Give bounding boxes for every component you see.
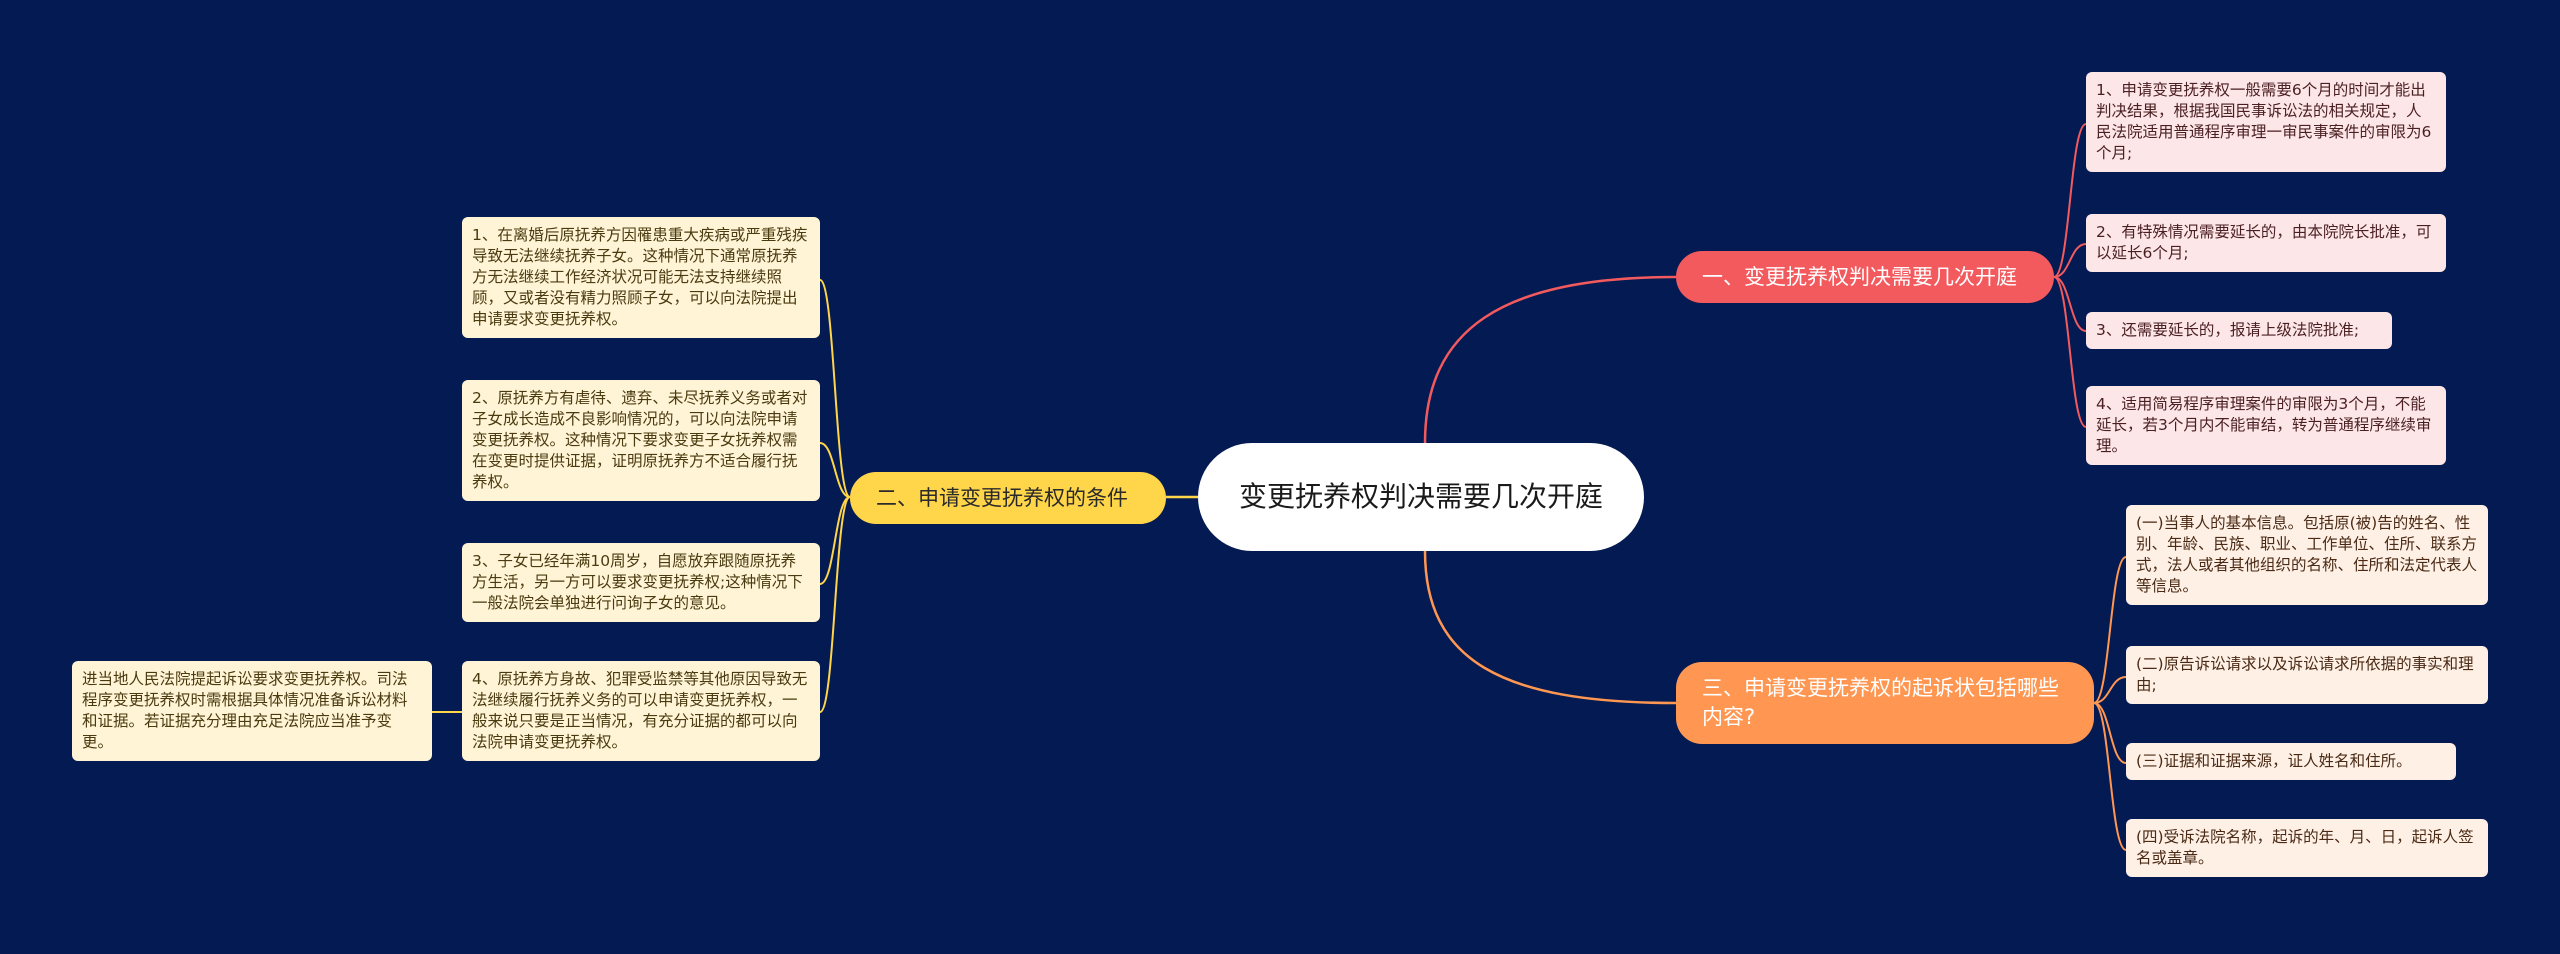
root-label: 变更抚养权判决需要几次开庭 — [1238, 480, 1603, 513]
leaf-b1-3[interactable]: 3、还需要延长的，报请上级法院批准; — [2086, 312, 2392, 349]
leaf-text: 2、有特殊情况需要延长的，由本院院长批准，可以延长6个月; — [2096, 223, 2432, 262]
connector-b1-l2 — [2053, 243, 2087, 278]
connector-b3-l2 — [2093, 676, 2127, 704]
connector-b2-l4 — [819, 496, 851, 713]
root-node[interactable]: 变更抚养权判决需要几次开庭 — [1198, 443, 1644, 551]
leaf-text: 进当地人民法院提起诉讼要求变更抚养权。司法程序变更抚养权时需根据具体情况准备诉讼… — [82, 670, 408, 751]
leaf-text: 1、申请变更抚养权一般需要6个月的时间才能出判决结果，根据我国民事诉讼法的相关规… — [2096, 81, 2432, 162]
leaf-b2-2[interactable]: 2、原抚养方有虐待、遗弃、未尽抚养义务或者对子女成长造成不良影响情况的，可以向法… — [462, 380, 820, 501]
connector-root-b3 — [1423, 550, 1677, 705]
leaf-text: 3、子女已经年满10周岁，自愿放弃跟随原抚养方生活，另一方可以要求变更抚养权;这… — [472, 552, 803, 612]
branch-label: 一、变更抚养权判决需要几次开庭 — [1702, 264, 2017, 289]
connector-b1-l1 — [2053, 123, 2087, 278]
connector-b2-l1 — [819, 279, 851, 498]
connector-b2-l2 — [819, 442, 851, 498]
connector-b1-l3 — [2053, 276, 2087, 332]
branch-label: 三、申请变更抚养权的起诉状包括哪些内容? — [1702, 676, 2059, 729]
leaf-b2-3[interactable]: 3、子女已经年满10周岁，自愿放弃跟随原抚养方生活，另一方可以要求变更抚养权;这… — [462, 543, 820, 622]
leaf-text: 4、适用简易程序审理案件的审限为3个月，不能延长，若3个月内不能审结，转为普通程… — [2096, 395, 2432, 455]
connector-b3-l3 — [2093, 702, 2127, 764]
connector-b3-l1 — [2093, 556, 2127, 704]
branch-conditions[interactable]: 二、申请变更抚养权的条件 — [850, 472, 1166, 524]
branch-label: 二、申请变更抚养权的条件 — [876, 485, 1128, 510]
connector-b1-l4 — [2053, 276, 2087, 428]
leaf-text: 1、在离婚后原抚养方因罹患重大疾病或严重残疾导致无法继续抚养子女。这种情况下通常… — [472, 226, 808, 328]
leaf-b2-4-sub[interactable]: 进当地人民法院提起诉讼要求变更抚养权。司法程序变更抚养权时需根据具体情况准备诉讼… — [72, 661, 432, 761]
leaf-b2-4[interactable]: 4、原抚养方身故、犯罪受监禁等其他原因导致无法继续履行抚养义务的可以申请变更抚养… — [462, 661, 820, 761]
leaf-b3-4[interactable]: (四)受诉法院名称，起诉的年、月、日，起诉人签名或盖章。 — [2126, 819, 2488, 877]
leaf-b2-1[interactable]: 1、在离婚后原抚养方因罹患重大疾病或严重残疾导致无法继续抚养子女。这种情况下通常… — [462, 217, 820, 338]
branch-hearing-count[interactable]: 一、变更抚养权判决需要几次开庭 — [1676, 251, 2054, 303]
leaf-text: 4、原抚养方身故、犯罪受监禁等其他原因导致无法继续履行抚养义务的可以申请变更抚养… — [472, 670, 808, 751]
leaf-text: (四)受诉法院名称，起诉的年、月、日，起诉人签名或盖章。 — [2136, 828, 2474, 867]
leaf-b1-1[interactable]: 1、申请变更抚养权一般需要6个月的时间才能出判决结果，根据我国民事诉讼法的相关规… — [2086, 72, 2446, 172]
leaf-b3-3[interactable]: (三)证据和证据来源，证人姓名和住所。 — [2126, 743, 2456, 780]
connector-root-b1 — [1423, 275, 1677, 444]
leaf-text: (一)当事人的基本信息。包括原(被)告的姓名、性别、年龄、民族、职业、工作单位、… — [2136, 514, 2478, 595]
leaf-b1-4[interactable]: 4、适用简易程序审理案件的审限为3个月，不能延长，若3个月内不能审结，转为普通程… — [2086, 386, 2446, 465]
leaf-text: (三)证据和证据来源，证人姓名和住所。 — [2136, 752, 2412, 770]
leaf-b1-2[interactable]: 2、有特殊情况需要延长的，由本院院长批准，可以延长6个月; — [2086, 214, 2446, 272]
branch-complaint-contents[interactable]: 三、申请变更抚养权的起诉状包括哪些内容? — [1676, 662, 2094, 744]
connector-b3-l4 — [2093, 702, 2127, 851]
leaf-text: 3、还需要延长的，报请上级法院批准; — [2096, 321, 2360, 339]
leaf-text: (二)原告诉讼请求以及诉讼请求所依据的事实和理由; — [2136, 655, 2474, 694]
leaf-b3-1[interactable]: (一)当事人的基本信息。包括原(被)告的姓名、性别、年龄、民族、职业、工作单位、… — [2126, 505, 2488, 605]
connector-b2-l3 — [819, 496, 851, 585]
leaf-text: 2、原抚养方有虐待、遗弃、未尽抚养义务或者对子女成长造成不良影响情况的，可以向法… — [472, 389, 808, 491]
leaf-b3-2[interactable]: (二)原告诉讼请求以及诉讼请求所依据的事实和理由; — [2126, 646, 2488, 704]
